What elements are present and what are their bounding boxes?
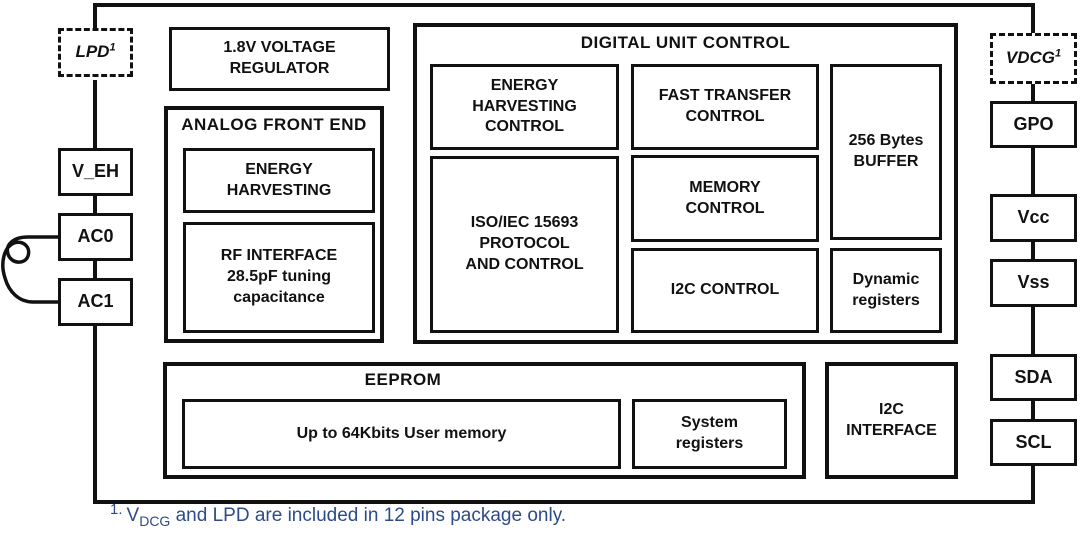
group-digital-unit-control-title: DIGITAL UNIT CONTROL (580, 33, 791, 52)
pin-gpo: GPO (990, 101, 1077, 148)
block-user-memory-label: Up to 64Kbits User memory (296, 424, 507, 442)
block-user-memory: Up to 64Kbits User memory (182, 399, 621, 469)
block-dynamic-registers: Dynamic registers (830, 248, 942, 333)
wire (1031, 3, 1035, 37)
block-energy-harvesting-label: ENERGY HARVESTING (226, 160, 332, 199)
footnote-v-subscript: DCG (139, 512, 171, 529)
block-memory-control-label: MEMORY CONTROL (685, 178, 765, 217)
block-system-registers: System registers (632, 399, 787, 469)
footnote: 1.VDCG and LPD are included in 12 pins p… (110, 502, 567, 529)
wire (1031, 240, 1035, 261)
block-rf-interface-label: RF INTERFACE 28.5pF tuning capacitance (220, 247, 338, 306)
block-i2c-control: I2C CONTROL (631, 248, 819, 333)
pin-vss: Vss (990, 259, 1077, 307)
block-i2c-control-label: I2C CONTROL (670, 281, 780, 299)
pin-ac0-label: AC0 (77, 226, 114, 247)
block-fast-transfer-control-label: FAST TRANSFER CONTROL (658, 87, 792, 125)
pin-lpd-label: LPD1 (75, 41, 116, 62)
pin-v-eh: V_EH (58, 148, 133, 196)
group-analog-front-end-title: ANALOG FRONT END (181, 115, 367, 134)
block-iso-protocol-control-label: ISO/IEC 15693 PROTOCOL AND CONTROL (465, 214, 584, 273)
wire (93, 80, 97, 152)
block-system-registers-label: System registers (675, 414, 744, 452)
pin-scl: SCL (990, 419, 1077, 466)
pin-vdcg: VDCG1 (990, 33, 1077, 84)
pin-vss-label: Vss (1017, 272, 1050, 293)
block-iso-protocol-control: ISO/IEC 15693 PROTOCOL AND CONTROL (430, 156, 619, 333)
wire (93, 193, 97, 217)
wire (1031, 399, 1035, 422)
block-voltage-regulator: 1.8V VOLTAGE REGULATOR (169, 27, 390, 91)
pin-scl-label: SCL (1015, 431, 1052, 452)
pin-vcc: Vcc (990, 194, 1077, 242)
pin-ac1: AC1 (58, 278, 133, 326)
block-256-bytes-buffer-label: 256 Bytes BUFFER (848, 132, 924, 170)
wire (1031, 146, 1035, 197)
pin-vdcg-label: VDCG1 (1005, 47, 1062, 68)
block-memory-control: MEMORY CONTROL (631, 155, 819, 242)
block-dynamic-registers-label: Dynamic registers (852, 270, 920, 309)
antenna-coil-icon (1, 235, 60, 304)
footnote-v-symbol: V (126, 505, 140, 526)
pin-sda: SDA (990, 354, 1077, 401)
pin-v-eh-label: V_EH (71, 161, 120, 182)
pin-ac1-label: AC1 (77, 291, 114, 312)
wire (93, 3, 97, 31)
wire (1031, 464, 1035, 504)
pin-ac0: AC0 (58, 213, 133, 261)
wire-bottom-edge (93, 500, 1035, 504)
footnote-text: and LPD are included in 12 pins package … (170, 505, 567, 526)
block-i2c-interface-label: I2C INTERFACE (846, 400, 937, 439)
block-energy-harvesting-control: ENERGY HARVESTING CONTROL (430, 64, 619, 150)
pin-sda-label: SDA (1014, 366, 1053, 387)
wire (93, 323, 97, 503)
wire (1031, 82, 1035, 104)
block-energy-harvesting-control-label: ENERGY HARVESTING CONTROL (472, 76, 577, 136)
wire (93, 258, 97, 281)
pin-gpo-label: GPO (1013, 113, 1054, 134)
group-eeprom-title: EEPROM (364, 370, 442, 389)
block-i2c-interface: I2C INTERFACE (825, 362, 958, 479)
pin-lpd: LPD1 (58, 28, 133, 77)
block-rf-interface: RF INTERFACE 28.5pF tuning capacitance (183, 222, 375, 333)
wire-top-edge (93, 3, 1035, 7)
block-fast-transfer-control: FAST TRANSFER CONTROL (631, 64, 819, 150)
footnote-marker: 1. (110, 500, 123, 518)
wire (1031, 304, 1035, 357)
block-voltage-regulator-label: 1.8V VOLTAGE REGULATOR (223, 39, 336, 77)
pin-vcc-label: Vcc (1017, 207, 1050, 228)
block-256-bytes-buffer: 256 Bytes BUFFER (830, 64, 942, 240)
block-energy-harvesting: ENERGY HARVESTING (183, 148, 375, 213)
